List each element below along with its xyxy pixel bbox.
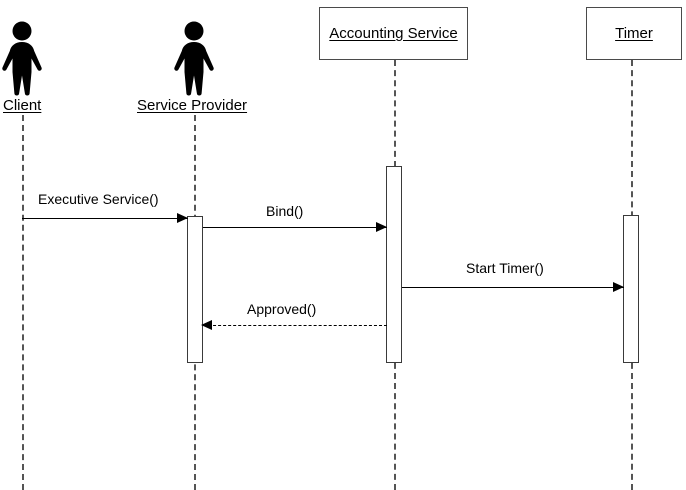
- actor-service-provider: [173, 20, 215, 96]
- message-arrowhead-start-timer: [613, 282, 624, 292]
- activation-bar-accounting-service: [386, 166, 402, 363]
- message-label-start-timer: Start Timer(): [466, 260, 544, 276]
- object-box-timer[interactable]: Timer: [586, 7, 682, 60]
- message-label-bind: Bind(): [266, 203, 304, 219]
- actor-person-icon: [2, 21, 42, 96]
- participant-label-service-provider: Service Provider: [137, 97, 248, 114]
- participant-label-client: Client: [3, 97, 42, 114]
- actor-person-icon: [174, 21, 214, 96]
- activation-bar-service-provider: [187, 216, 203, 363]
- actor-client: [1, 20, 43, 96]
- message-arrowhead-approved: [201, 320, 212, 330]
- participant-label-timer: Timer: [615, 25, 653, 42]
- message-line-start-timer: [402, 287, 624, 288]
- activation-bar-timer: [623, 215, 639, 363]
- message-line-bind: [203, 227, 387, 228]
- participant-label-accounting-service: Accounting Service: [329, 25, 458, 42]
- message-label-executive-service: Executive Service(): [38, 191, 159, 207]
- message-arrowhead-executive-service: [177, 213, 188, 223]
- object-box-accounting-service[interactable]: Accounting Service: [319, 7, 468, 60]
- lifeline-client: [22, 115, 24, 490]
- message-arrowhead-bind: [376, 222, 387, 232]
- message-line-approved: [203, 325, 387, 326]
- message-line-executive-service: [22, 218, 188, 219]
- message-label-approved: Approved(): [247, 301, 317, 317]
